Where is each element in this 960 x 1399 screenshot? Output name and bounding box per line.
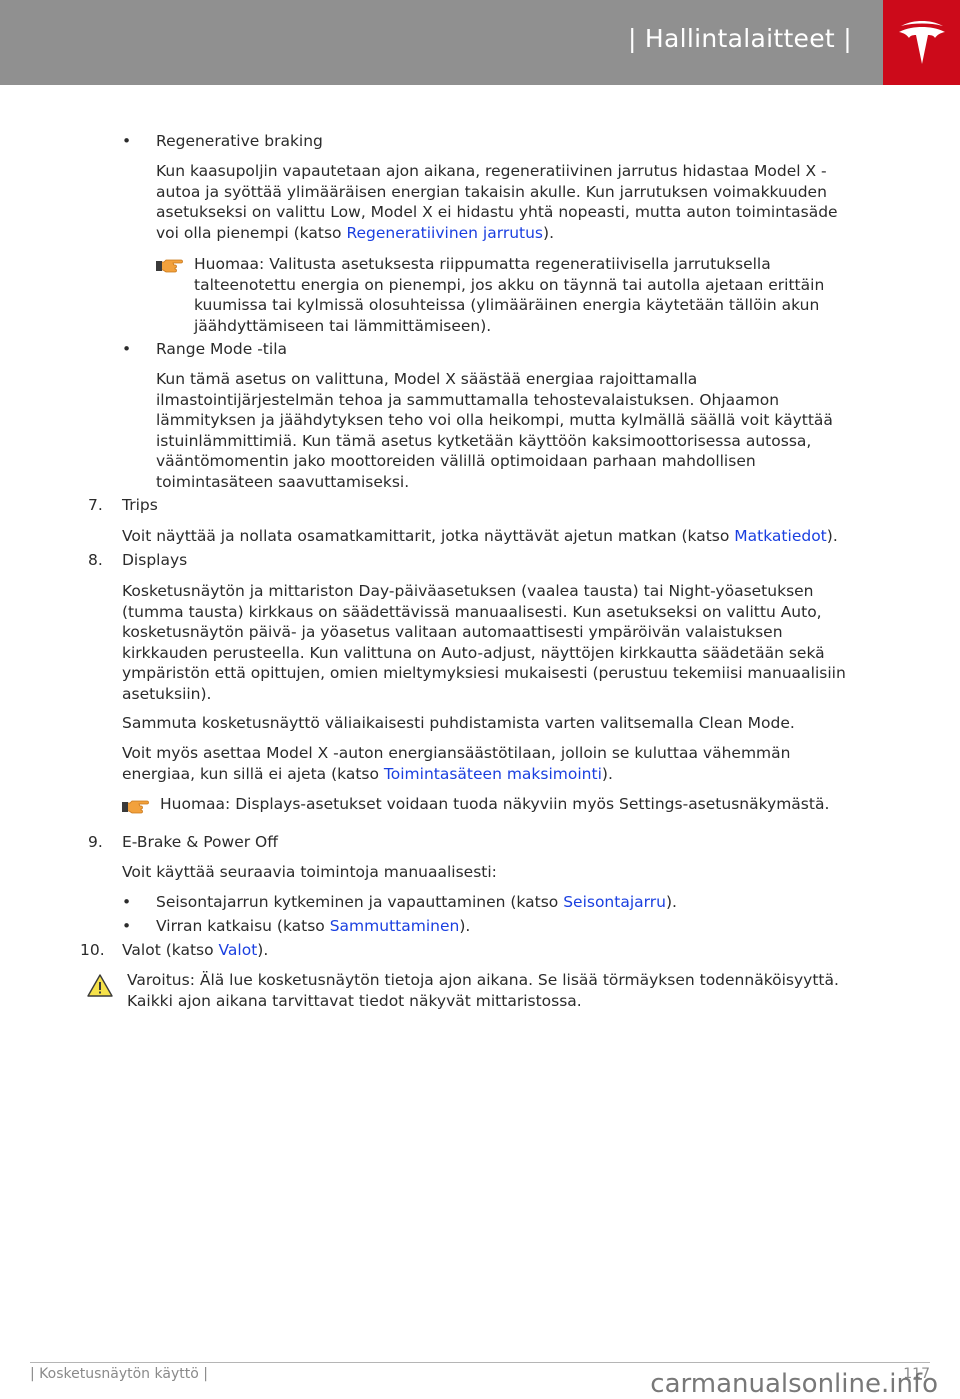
page-number: 117	[903, 1366, 930, 1382]
range-line: istuinlämmittimiä. Kun tämä asetus kytke…	[156, 431, 812, 450]
displays-line: (tumma tausta) kirkkaus on säädettävissä…	[122, 602, 822, 621]
item-number: 8.	[88, 551, 103, 569]
item-number: 7.	[88, 496, 103, 514]
note-line: kuumissa tai kylmissä olosuhteissa (ylim…	[194, 296, 820, 314]
page-header: | Hallintalaitteet |	[0, 0, 960, 85]
note-line: talteenotettu energia on pienempi, jos a…	[194, 275, 825, 294]
range-line: ilmastointijärjestelmän tehoa ja sammutt…	[156, 390, 780, 409]
bullet-dot: •	[122, 893, 132, 911]
regen-title: Regenerative braking	[156, 132, 323, 150]
trips-link[interactable]: Matkatiedot	[734, 527, 827, 545]
footer-section: | Kosketusnäytön käyttö |	[30, 1366, 208, 1382]
warning-text: Varoitus: Älä lue kosketusnäytön tietoja…	[127, 971, 839, 1010]
bullet-dot: •	[122, 132, 132, 150]
regen-line: voi olla pienempi (katso Regeneratiivine…	[156, 223, 554, 242]
displays-line: kirkkauden perusteella. Kun valittuna on…	[122, 643, 825, 662]
item-number: 9.	[88, 833, 103, 851]
clean-mode-text: Sammuta kosketusnäyttö väliaikaisesti pu…	[122, 714, 795, 732]
displays-body: Kosketusnäytön ja mittariston Day-päiväa…	[122, 581, 846, 704]
tesla-logo-icon	[899, 21, 945, 64]
range-line: Kun tämä asetus on valittuna, Model X sä…	[156, 370, 698, 388]
displays-line: ympäristön että opittujen, omien mieltym…	[122, 664, 846, 682]
range-title: Range Mode -tila	[156, 340, 287, 358]
power-off-link[interactable]: Sammuttaminen	[329, 917, 460, 935]
power-off-item: Virran katkaisu (katso Sammuttaminen).	[156, 917, 471, 935]
watermark: carmanualsonline.info	[650, 1368, 938, 1399]
pointing-hand-icon	[122, 800, 149, 814]
section-title: | Hallintalaitteet |	[627, 24, 852, 53]
regen-line: Kun kaasupoljin vapautetaan ajon aikana,…	[156, 162, 827, 180]
displays-line: asetuksiin).	[122, 684, 212, 703]
displays-line: Kosketusnäytön ja mittariston Day-päiväa…	[122, 582, 814, 600]
trips-title: Trips	[122, 496, 158, 514]
ebrake-title: E-Brake & Power Off	[122, 833, 278, 851]
ebrake-body: Voit käyttää seuraavia toimintoja manuaa…	[122, 863, 497, 881]
displays-title: Displays	[122, 551, 188, 569]
note-displays: Huomaa: Displays-asetukset voidaan tuoda…	[160, 795, 830, 813]
park-brake-item: Seisontajarrun kytkeminen ja vapauttamin…	[156, 893, 677, 911]
park-brake-link[interactable]: Seisontajarru	[563, 893, 666, 911]
lights-item: Valot (katso Valot).	[122, 941, 269, 959]
range-maximize-link[interactable]: Toimintasäteen maksimointi	[383, 764, 602, 783]
warning-triangle-icon	[87, 974, 113, 997]
footer-divider	[30, 1362, 930, 1363]
regen-line: asetukseksi on valittu Low, Model X ei h…	[156, 203, 838, 221]
range-line: lämmityksen ja jäähdytyksen teho voi oll…	[156, 411, 833, 429]
displays-line: kosketusnäytön päivä- ja yöasetus valita…	[122, 623, 783, 641]
bullet-dot: •	[122, 917, 132, 935]
regen-braking-link[interactable]: Regeneratiivinen jarrutus	[346, 223, 544, 242]
note-line: jäähdyttämiseen tai lämmittämiseen).	[194, 316, 492, 335]
trips-body: Voit näyttää ja nollata osamatkamittarit…	[122, 527, 838, 545]
lights-link[interactable]: Valot	[218, 941, 258, 959]
bullet-dot: •	[122, 340, 132, 358]
regen-body: Kun kaasupoljin vapautetaan ajon aikana,…	[156, 161, 838, 243]
note-line: Huomaa: Valitusta asetuksesta riippumatt…	[194, 255, 771, 273]
range-line: vääntömomentin jako moottoreiden välillä…	[156, 452, 756, 470]
note-regen: Huomaa: Valitusta asetuksesta riippumatt…	[194, 254, 824, 336]
tesla-logo	[883, 0, 960, 85]
item-number: 10.	[80, 941, 105, 959]
regen-line: autoa ja syöttää ylimääräisen energian t…	[156, 182, 827, 201]
range-body: Kun tämä asetus on valittuna, Model X sä…	[156, 369, 833, 492]
energy-save-text: Voit myös asettaa Model X -auton energia…	[122, 744, 791, 783]
pointing-hand-icon	[156, 259, 183, 273]
range-line: toimintasäteen saavuttamiseksi.	[156, 472, 410, 491]
